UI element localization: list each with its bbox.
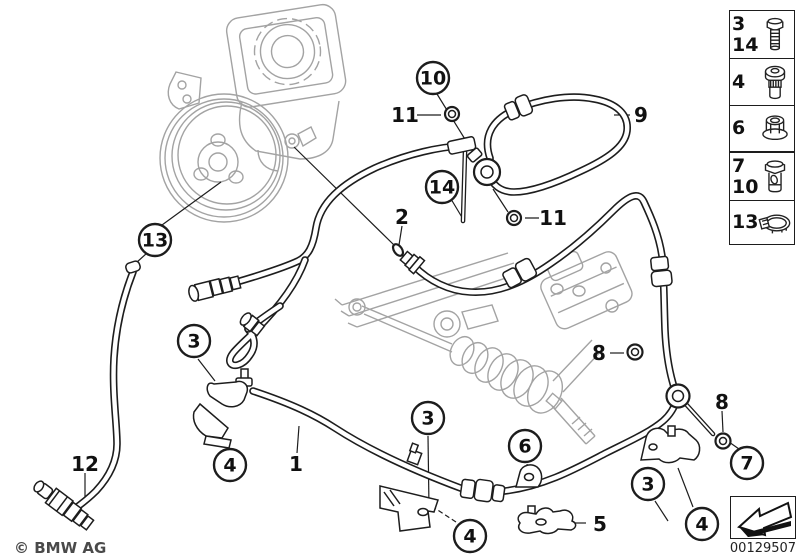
hose-fittings: [33, 94, 673, 531]
bmw-copyright-watermark: © BMW AG: [14, 539, 107, 557]
part-label-5[interactable]: 5: [593, 512, 607, 536]
callout-14[interactable]: 14: [424, 169, 460, 205]
legend-item-numbers: 6: [732, 117, 746, 139]
part-label-8[interactable]: 8: [592, 341, 606, 365]
callout-7[interactable]: 7: [729, 445, 765, 481]
socket-screw-icon: [756, 61, 794, 103]
back-arrow-button[interactable]: [730, 496, 796, 539]
mounting-brackets: [379, 425, 701, 535]
callout-3[interactable]: 3: [410, 400, 446, 436]
callout-3[interactable]: 3: [176, 323, 212, 359]
legend-item-numbers: 4: [732, 70, 746, 93]
callout-10[interactable]: 10: [415, 60, 451, 96]
hex-bolt-icon: [756, 14, 794, 56]
svg-text:4: 4: [463, 526, 476, 548]
callout-13[interactable]: 13: [137, 222, 173, 258]
part-label-8[interactable]: 8: [715, 390, 729, 414]
svg-text:10: 10: [420, 68, 446, 90]
callout-4[interactable]: 4: [452, 518, 488, 554]
svg-text:3: 3: [421, 408, 434, 430]
svg-text:4: 4: [695, 514, 708, 536]
legend-item-4[interactable]: 4: [730, 58, 794, 105]
callout-6[interactable]: 6: [507, 428, 543, 464]
callout-3[interactable]: 3: [630, 466, 666, 502]
svg-text:13: 13: [142, 230, 168, 252]
power-steering-pump: [159, 3, 347, 223]
svg-text:3: 3: [641, 474, 654, 496]
banjo-bolt-icon: [756, 156, 794, 198]
part-label-12[interactable]: 12: [71, 452, 99, 476]
document-number: 00129507: [729, 541, 797, 556]
legend-item-6[interactable]: 6: [730, 106, 794, 151]
svg-text:4: 4: [223, 455, 236, 477]
svg-text:6: 6: [518, 436, 531, 458]
back-arrow-icon: [737, 501, 793, 537]
legend-item-13[interactable]: 13: [730, 200, 794, 244]
part-label-1[interactable]: 1: [289, 452, 303, 476]
callout-4[interactable]: 4: [684, 506, 720, 542]
part-label-11[interactable]: 11: [539, 206, 567, 230]
steering-rack: [334, 250, 633, 445]
svg-text:3: 3: [187, 331, 200, 353]
part-label-2[interactable]: 2: [395, 205, 409, 229]
sealing-rings: [443, 105, 732, 450]
svg-text:7: 7: [740, 453, 753, 475]
part-label-9[interactable]: 9: [634, 103, 648, 127]
legend-group-2: 6: [729, 105, 795, 152]
callout-4[interactable]: 4: [212, 447, 248, 483]
hose-clamp-icon: [756, 202, 794, 244]
flange-nut-icon: [756, 108, 794, 150]
svg-text:14: 14: [429, 177, 455, 199]
legend-item-numbers: 13: [732, 211, 759, 233]
part-label-11[interactable]: 11: [391, 103, 419, 127]
